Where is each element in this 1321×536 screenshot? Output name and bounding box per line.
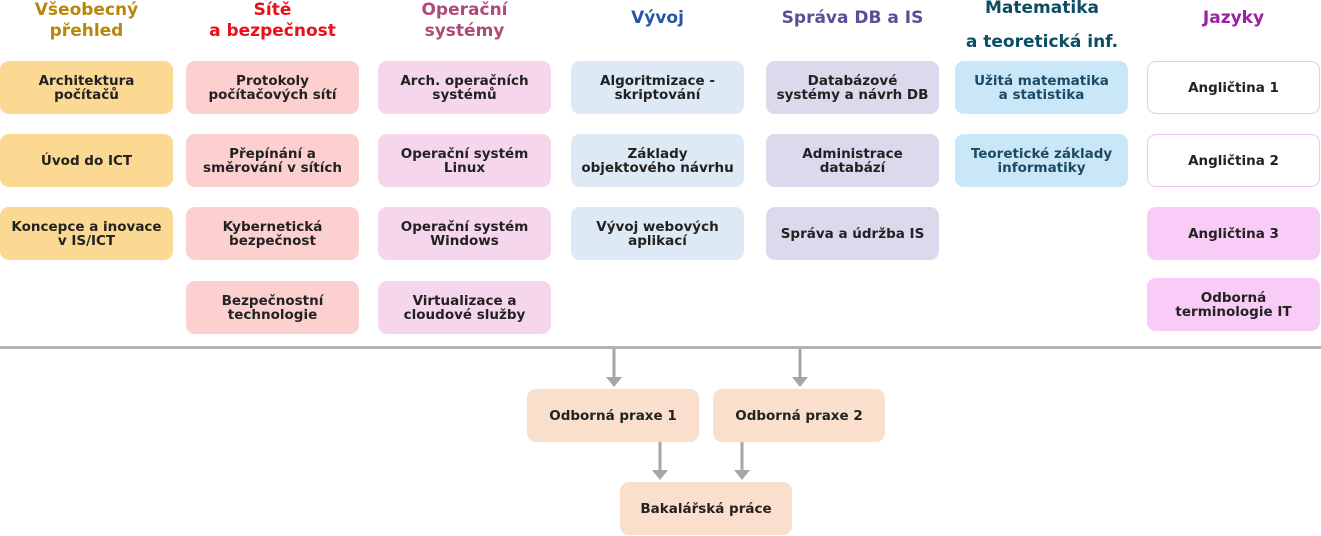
course-box: Přepínání a směrování v sítích xyxy=(186,134,359,187)
course-box: Databázové systémy a návrh DB xyxy=(766,61,939,114)
arrow-down-icon xyxy=(606,349,622,387)
course-box: Operační systém Windows xyxy=(378,207,551,260)
column-header-networks: Sítě a bezpečnost xyxy=(209,0,336,41)
course-box: Algoritmizace - skriptování xyxy=(571,61,744,114)
course-box: Angličtina 2 xyxy=(1147,134,1320,187)
course-box: Teoretické základy informatiky xyxy=(955,134,1128,187)
practice-2-box: Odborná praxe 2 xyxy=(713,389,885,442)
course-box: Správa a údržba IS xyxy=(766,207,939,260)
course-box: Základy objektového návrhu xyxy=(571,134,744,187)
thesis-box: Bakalářská práce xyxy=(620,482,792,535)
course-box: Arch. operačních systémů xyxy=(378,61,551,114)
column-header-general: Všeobecný přehled xyxy=(34,0,139,41)
course-box: Angličtina 1 xyxy=(1147,61,1320,114)
column-header-db: Správa DB a IS xyxy=(781,8,924,28)
course-box: Virtualizace a cloudové služby xyxy=(378,281,551,334)
arrow-down-icon xyxy=(652,442,668,480)
practice-1-box: Odborná praxe 1 xyxy=(527,389,699,442)
arrow-down-icon xyxy=(734,442,750,480)
divider-line xyxy=(0,346,1321,349)
column-header-os: Operační systémy xyxy=(421,0,508,41)
course-box: Užitá matematika a statistika xyxy=(955,61,1128,114)
course-box: Kybernetická bezpečnost xyxy=(186,207,359,260)
course-box: Operační systém Linux xyxy=(378,134,551,187)
course-box: Bezpečnostní technologie xyxy=(186,281,359,334)
column-header-languages: Jazyky xyxy=(1202,8,1265,28)
course-box: Protokoly počítačových sítí xyxy=(186,61,359,114)
column-header-math: Matematika a teoretická inf. xyxy=(965,0,1119,52)
course-box: Vývoj webových aplikací xyxy=(571,207,744,260)
course-box: Úvod do ICT xyxy=(0,134,173,187)
column-header-dev: Vývoj xyxy=(631,8,684,28)
course-box: Angličtina 3 xyxy=(1147,207,1320,260)
course-box: Architektura počítačů xyxy=(0,61,173,114)
arrow-down-icon xyxy=(792,349,808,387)
course-box: Administrace databází xyxy=(766,134,939,187)
course-box: Koncepce a inovace v IS/ICT xyxy=(0,207,173,260)
course-box: Odborná terminologie IT xyxy=(1147,278,1320,331)
